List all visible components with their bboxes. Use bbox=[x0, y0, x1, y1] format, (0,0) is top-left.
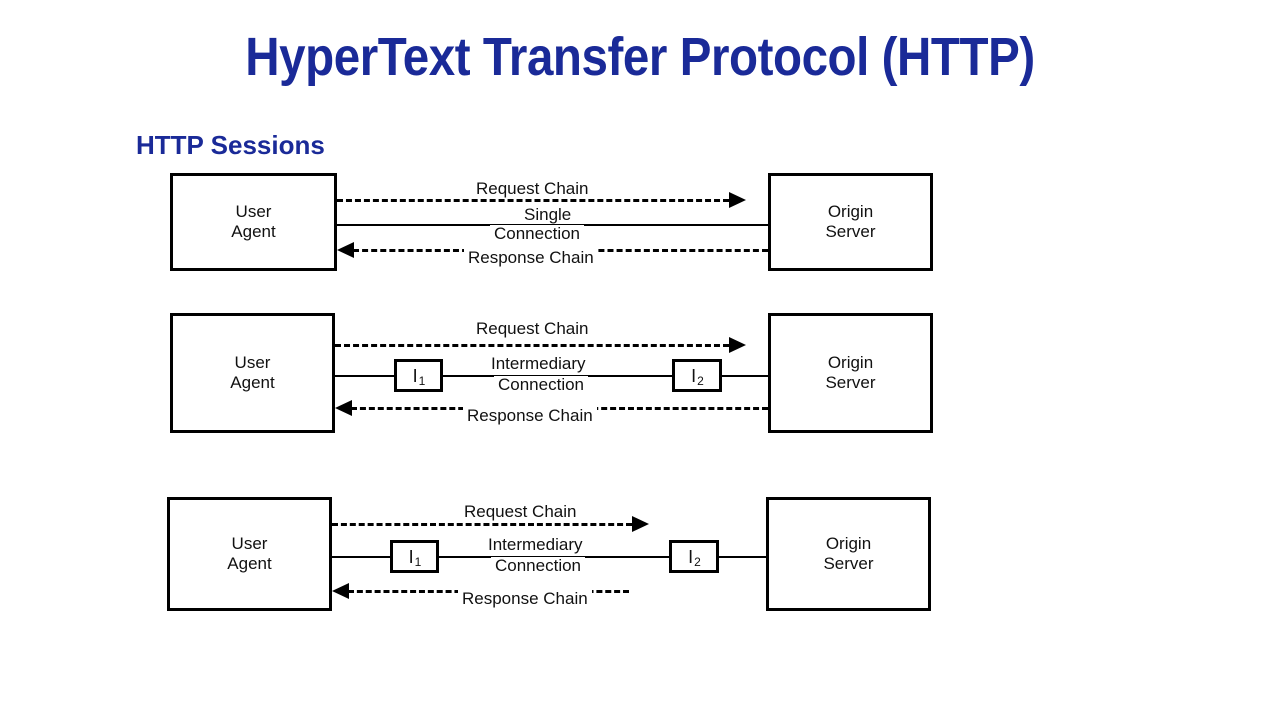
intermediary-connection-label-line1: Intermediary bbox=[487, 355, 590, 373]
response-chain-label: Response Chain bbox=[463, 407, 597, 425]
single-connection-label-line1: Single bbox=[520, 206, 576, 224]
user-agent-label-line2: Agent bbox=[230, 373, 275, 392]
response-chain-label: Response Chain bbox=[458, 590, 592, 608]
intermediary-connection-label-line2: Connection bbox=[491, 557, 586, 575]
user-agent-label-line2: Agent bbox=[227, 554, 272, 573]
intermediary-label-2: I2 bbox=[688, 546, 701, 569]
user-agent-label-line1: User bbox=[235, 201, 272, 221]
origin-server-label-line1: Origin bbox=[825, 533, 872, 553]
response-chain-label: Response Chain bbox=[464, 249, 598, 267]
intermediary-label-1: I1 bbox=[408, 546, 422, 569]
user-agent-box: User Agent bbox=[170, 173, 337, 271]
intermediary-connection-label-line2: Connection bbox=[494, 376, 589, 394]
origin-server-box: Origin Server bbox=[768, 313, 933, 433]
intermediary-box-1: I1 bbox=[394, 359, 443, 392]
response-chain-arrowhead bbox=[337, 242, 354, 258]
request-chain-arrowhead bbox=[729, 192, 746, 208]
intermediary-box-2: I2 bbox=[669, 540, 719, 573]
intermediary-connection-line-segment-3 bbox=[722, 375, 768, 377]
origin-server-label-line1: Origin bbox=[827, 352, 874, 372]
user-agent-label-line1: User bbox=[231, 533, 268, 553]
user-agent-label-line1: User bbox=[234, 352, 271, 372]
request-chain-label: Request Chain bbox=[460, 503, 581, 521]
intermediary-connection-line-segment-1 bbox=[332, 556, 390, 558]
intermediary-label-2: I2 bbox=[691, 365, 704, 388]
request-chain-line bbox=[335, 344, 729, 347]
origin-server-label-line2: Server bbox=[823, 554, 874, 573]
single-connection-label-line2: Connection bbox=[490, 225, 585, 243]
intermediary-box-2: I2 bbox=[672, 359, 722, 392]
request-chain-arrowhead bbox=[729, 337, 746, 353]
request-chain-arrowhead bbox=[632, 516, 649, 532]
request-chain-line bbox=[332, 523, 632, 526]
user-agent-box: User Agent bbox=[170, 313, 335, 433]
user-agent-label-line2: Agent bbox=[231, 222, 276, 241]
request-chain-label: Request Chain bbox=[472, 320, 593, 338]
intermediary-connection-line-segment-1 bbox=[335, 375, 394, 377]
intermediary-box-1: I1 bbox=[390, 540, 439, 573]
page-title: HyperText Transfer Protocol (HTTP) bbox=[245, 27, 1035, 87]
request-chain-line bbox=[337, 199, 729, 202]
intermediary-connection-line-segment-3 bbox=[719, 556, 766, 558]
origin-server-label-line1: Origin bbox=[827, 201, 874, 221]
origin-server-label-line2: Server bbox=[825, 373, 876, 392]
response-chain-arrowhead bbox=[335, 400, 352, 416]
response-chain-arrowhead bbox=[332, 583, 349, 599]
intermediary-label-1: I1 bbox=[412, 365, 426, 388]
origin-server-label-line2: Server bbox=[825, 222, 876, 241]
user-agent-box: User Agent bbox=[167, 497, 332, 611]
section-heading: HTTP Sessions bbox=[136, 130, 325, 160]
request-chain-label: Request Chain bbox=[472, 180, 593, 198]
origin-server-box: Origin Server bbox=[768, 173, 933, 271]
intermediary-connection-label-line1: Intermediary bbox=[484, 536, 587, 554]
origin-server-box: Origin Server bbox=[766, 497, 931, 611]
